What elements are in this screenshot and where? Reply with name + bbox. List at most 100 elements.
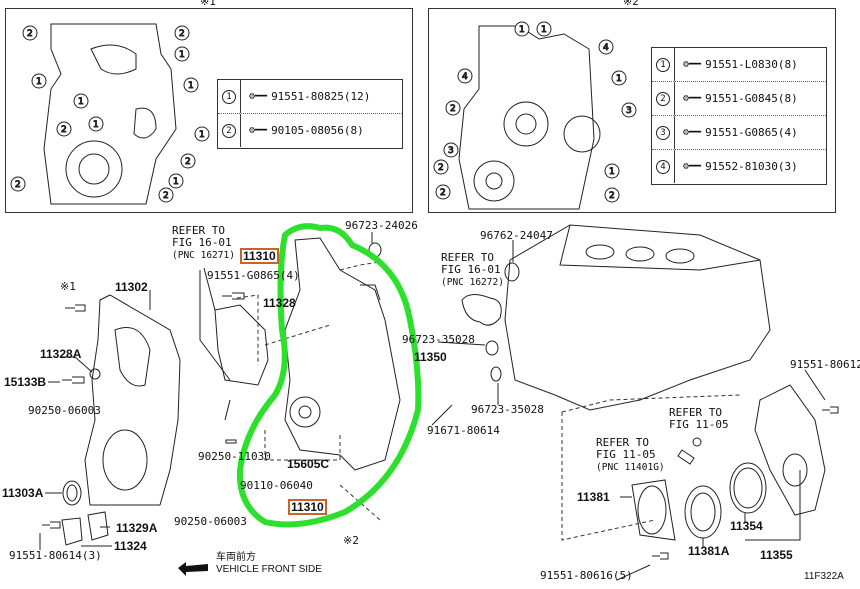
bolt-icon: ⚙━━	[683, 161, 702, 172]
part-11310-top-highlight[interactable]: 11310	[240, 248, 279, 264]
svg-text:3: 3	[626, 106, 632, 116]
index-circle: 2	[656, 91, 670, 106]
figure-id: 11F322A	[804, 571, 844, 582]
svg-text:1: 1	[179, 50, 185, 60]
part-90110-06040[interactable]: 90110-06040	[240, 479, 313, 492]
bolt-icon: ⚙━━	[683, 59, 702, 70]
detail-2-row: 4 ⚙━━ 91552-81030(3)	[652, 150, 826, 183]
detail-2-table: 1 ⚙━━ 91551-L0830(8) 2 ⚙━━ 91551-G0845(8…	[651, 47, 827, 185]
front-cover-outline-1: 2 2 1 1 1 1 1 2 1 2 1 2 2	[10, 23, 210, 205]
bolt-icon: ⚙━━	[249, 125, 268, 136]
svg-text:2: 2	[450, 104, 456, 114]
detail-2-row: 2 ⚙━━ 91551-G0845(8)	[652, 82, 826, 116]
detail-2-box: 1 1 4 4 1 2 3 3 1 2 2 2 1 ⚙━━ 91551-L083…	[428, 8, 836, 213]
part-11354[interactable]: 11354	[730, 519, 763, 533]
refer-16272-line3: (PNC 16272)	[441, 277, 504, 288]
detail-2-row: 3 ⚙━━ 91551-G0865(4)	[652, 116, 826, 150]
svg-text:2: 2	[61, 125, 67, 135]
svg-text:2: 2	[15, 180, 21, 190]
detail-1-row: 1 ⚙━━ 91551-80825(12)	[218, 80, 402, 114]
svg-text:1: 1	[93, 120, 99, 130]
bolt-icon: ⚙━━	[249, 91, 268, 102]
part-11328a[interactable]: 11328A	[40, 347, 82, 361]
svg-text:4: 4	[462, 72, 468, 82]
refer-16271-line3: (PNC 16271)	[172, 250, 235, 261]
index-circle: 2	[222, 123, 236, 138]
detail-2-row: 1 ⚙━━ 91551-L0830(8)	[652, 48, 826, 82]
part-11324[interactable]: 11324	[114, 539, 147, 553]
part-91671-80614[interactable]: 91671-80614	[427, 424, 500, 437]
timing-case-outline-2: 1 1 4 4 1 2 3 3 1 2 2 2	[433, 21, 637, 210]
detail-2-title: ※2	[623, 0, 639, 8]
part-number: 90105-08056(8)	[271, 124, 364, 137]
part-11355[interactable]: 11355	[760, 548, 793, 562]
part-91551-80614[interactable]: 91551-80614(3)	[9, 549, 102, 562]
svg-text:3: 3	[448, 146, 454, 156]
part-91551-80612[interactable]: 91551-80612	[790, 358, 860, 371]
part-11381[interactable]: 11381	[577, 490, 610, 504]
bolt-icon: ⚙━━	[683, 127, 702, 138]
part-91551-80616[interactable]: 91551-80616(5)	[540, 569, 633, 582]
vehicle-front-jp: 车両前方	[216, 552, 256, 563]
svg-text:1: 1	[188, 81, 194, 91]
part-96723-35028-a[interactable]: 96723-35028	[402, 333, 475, 346]
svg-text:2: 2	[438, 163, 444, 173]
svg-text:1: 1	[199, 130, 205, 140]
part-number: 91551-80825(12)	[271, 90, 371, 103]
part-11328[interactable]: 11328	[263, 296, 296, 310]
svg-text:1: 1	[616, 74, 622, 84]
part-11329a[interactable]: 11329A	[116, 521, 158, 535]
part-90250-06003-b[interactable]: 90250-06003	[174, 515, 247, 528]
index-circle: 1	[222, 89, 236, 104]
part-15133b[interactable]: 15133B	[4, 375, 47, 389]
refer-1105-a-line2: FIG 11-05	[669, 418, 729, 431]
part-90250-06003-a[interactable]: 90250-06003	[28, 404, 101, 417]
part-91551-g0865[interactable]: 91551-G0865(4)	[207, 269, 300, 282]
index-circle: 4	[656, 159, 670, 174]
front-arrow-icon	[178, 562, 208, 576]
svg-text:1: 1	[36, 77, 42, 87]
svg-text:1: 1	[609, 167, 615, 177]
refer-16272-line2: FIG 16-01	[441, 263, 501, 276]
part-11381a[interactable]: 11381A	[688, 544, 730, 558]
part-11302[interactable]: 11302	[115, 280, 148, 294]
timing-case-11310	[284, 237, 401, 471]
part-90250-11030[interactable]: 90250-11030	[198, 450, 271, 463]
star-1-mark: ※1	[60, 280, 76, 293]
svg-text:2: 2	[440, 188, 446, 198]
svg-text:2: 2	[185, 157, 191, 167]
refer-16271-line1: REFER TO	[172, 224, 225, 237]
detail-1-title: ※1	[200, 0, 216, 8]
refer-1105-b-line1: REFER TO	[596, 436, 649, 449]
svg-text:1: 1	[78, 97, 84, 107]
svg-text:2: 2	[179, 29, 185, 39]
part-11310-bottom-highlight[interactable]: 11310	[288, 499, 327, 515]
svg-text:2: 2	[609, 191, 615, 201]
bolt-icon: ⚙━━	[683, 93, 702, 104]
refer-1105-b-line3: (PNC 11401G)	[596, 462, 665, 473]
part-96723-24026[interactable]: 96723-24026	[345, 219, 418, 232]
refer-1105-a-line1: REFER TO	[669, 406, 722, 419]
part-number: 91551-G0845(8)	[705, 92, 798, 105]
svg-text:1: 1	[541, 25, 547, 35]
vehicle-front-en: VEHICLE FRONT SIDE	[216, 564, 322, 575]
part-number: 91552-81030(3)	[705, 160, 798, 173]
part-11350[interactable]: 11350	[414, 350, 447, 364]
part-96723-35028-b[interactable]: 96723-35028	[471, 403, 544, 416]
part-11303a[interactable]: 11303A	[2, 486, 44, 500]
refer-16272-line1: REFER TO	[441, 251, 494, 264]
svg-text:1: 1	[173, 177, 179, 187]
index-circle: 3	[656, 125, 670, 140]
callout-2: 2	[27, 29, 33, 39]
rear-plate	[754, 384, 826, 516]
star-2-mark: ※2	[343, 534, 359, 547]
timing-cover-11302	[84, 294, 181, 506]
svg-text:2: 2	[163, 191, 169, 201]
part-15605c[interactable]: 15605C	[287, 457, 330, 471]
index-circle: 1	[656, 57, 670, 72]
part-number: 91551-L0830(8)	[705, 58, 798, 71]
svg-text:4: 4	[603, 43, 609, 53]
part-96762-24047[interactable]: 96762-24047	[480, 229, 553, 242]
